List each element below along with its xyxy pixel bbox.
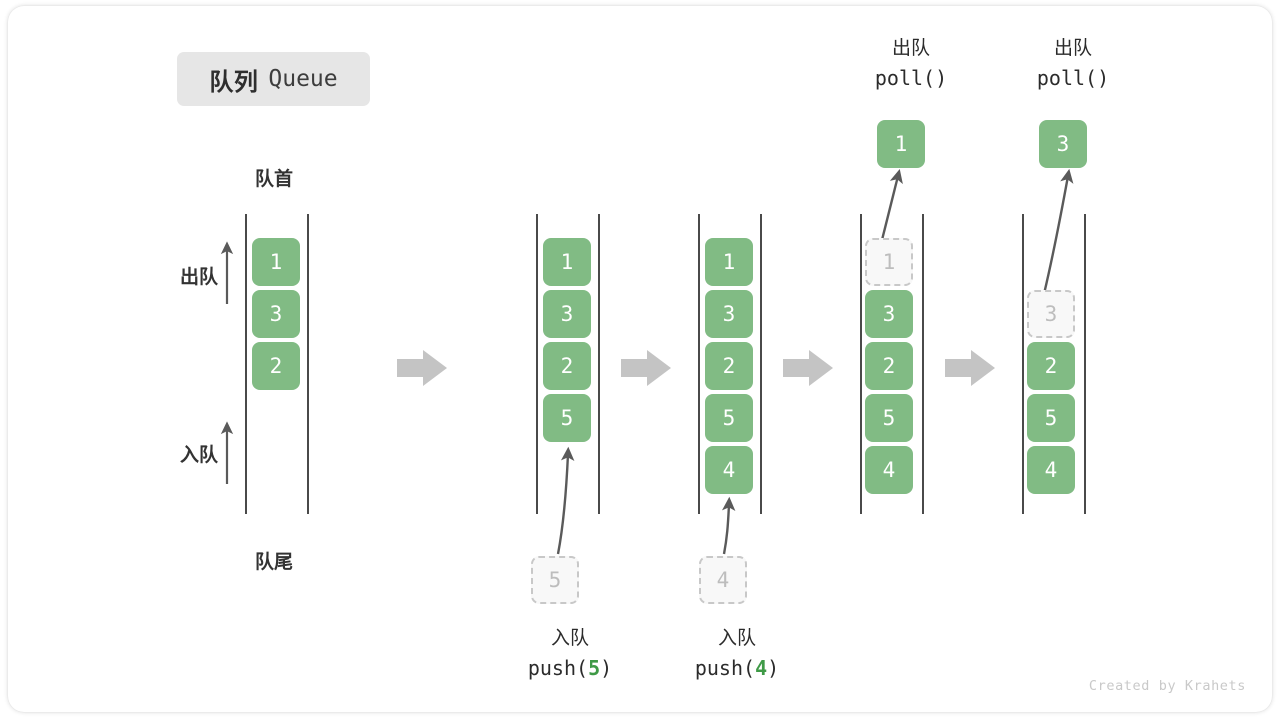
stage-caption-poll1: 出队 poll() [811,34,1011,94]
dequeue-arrow [1042,168,1074,295]
caption-arg: 5 [588,656,601,681]
queue-rail-left-2 [536,214,538,514]
queue-cell: 1 [252,238,300,286]
caption-code: poll() [874,66,948,91]
queue-cell: 4 [1027,446,1075,494]
queue-cell: 5 [705,394,753,442]
incoming-ghost-cell: 5 [531,556,579,604]
queue-cell: 5 [865,394,913,442]
title-english: Queue [268,66,338,92]
diagram-card: 队列 Queue 队首 队尾 出队 入队 1 3 2 1 3 2 5 5 [8,6,1272,712]
queue-cell: 2 [1027,342,1075,390]
queue-cell: 2 [865,342,913,390]
caption-fn-name: poll [1036,66,1086,91]
queue-cell: 3 [543,290,591,338]
caption-code: poll() [1036,66,1110,91]
enqueue-direction-arrow [220,421,234,484]
dequeue-direction-label: 出队 [179,266,218,288]
stage-caption-poll3: 出队 poll() [973,34,1173,94]
queue-cell: 1 [543,238,591,286]
popped-value-cell: 3 [1039,120,1087,168]
queue-rail-right-4 [922,214,924,514]
queue-cell: 4 [865,446,913,494]
front-label: 队首 [254,168,293,190]
popped-value-cell: 1 [877,120,925,168]
caption-chinese: 出队 [1053,37,1092,59]
queue-cell: 2 [252,342,300,390]
caption-fn-name: push [694,656,744,681]
queue-cell: 2 [705,342,753,390]
enqueue-arrow [721,496,736,555]
step-arrow-icon [397,350,447,386]
caption-chinese: 出队 [891,37,930,59]
rear-label: 队尾 [254,551,293,573]
credit-text: Created by Krahets [1088,678,1246,694]
dequeue-direction-arrow [220,241,234,304]
caption-arg: 4 [755,656,768,681]
queue-cell: 4 [705,446,753,494]
caption-code: push(5) [527,656,613,681]
caption-code: push(4) [694,656,780,681]
queue-cell: 1 [705,238,753,286]
incoming-ghost-cell: 4 [699,556,747,604]
removed-ghost-cell: 3 [1027,290,1075,338]
queue-cell: 3 [865,290,913,338]
queue-rail-right-3 [760,214,762,514]
queue-cell: 3 [705,290,753,338]
queue-rail-left-1 [245,214,247,514]
queue-rail-right-5 [1084,214,1086,514]
step-arrow-icon [945,350,995,386]
caption-fn-name: poll [874,66,924,91]
diagram-title-badge: 队列 Queue [177,52,370,106]
queue-rail-left-3 [698,214,700,514]
step-arrow-icon [621,350,671,386]
queue-cell: 3 [252,290,300,338]
enqueue-direction-label: 入队 [179,444,218,466]
queue-rail-left-4 [860,214,862,514]
removed-ghost-cell: 1 [865,238,913,286]
queue-rail-right-1 [307,214,309,514]
queue-cell: 2 [543,342,591,390]
queue-rail-right-2 [598,214,600,514]
caption-fn-name: push [527,656,577,681]
stage-caption-push4: 入队 push(4) [637,624,837,684]
queue-rail-left-5 [1022,214,1024,514]
stage-caption-push5: 入队 push(5) [470,624,670,684]
caption-chinese: 入队 [717,627,756,649]
title-chinese: 队列 [209,67,259,96]
dequeue-arrow [880,169,903,241]
caption-chinese: 入队 [550,627,589,649]
queue-cell: 5 [543,394,591,442]
step-arrow-icon [783,350,833,386]
enqueue-arrow [556,446,575,555]
queue-cell: 5 [1027,394,1075,442]
